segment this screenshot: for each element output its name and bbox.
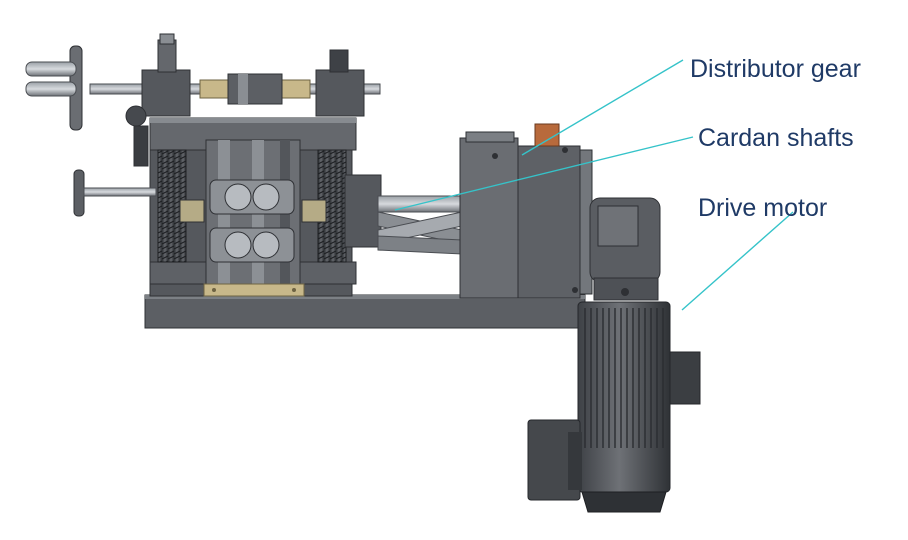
label-distributor-gear: Distributor gear: [690, 55, 861, 83]
label-drive-motor: Drive motor: [698, 194, 828, 222]
cardan-shafts: [344, 174, 463, 255]
leader-line-distributor: [521, 59, 684, 156]
label-cardan-shafts: Cardan shafts: [698, 124, 854, 152]
leader-lines: [394, 59, 794, 311]
leader-line-motor: [681, 211, 794, 311]
roller-stand: [149, 117, 357, 297]
base-plate: [144, 294, 586, 329]
hand-crank: [73, 169, 157, 217]
adjustment-spindle: [25, 33, 381, 167]
drive-motor: [527, 197, 701, 513]
distributor-gearbox: [459, 123, 593, 299]
leader-line-cardan: [394, 136, 694, 211]
